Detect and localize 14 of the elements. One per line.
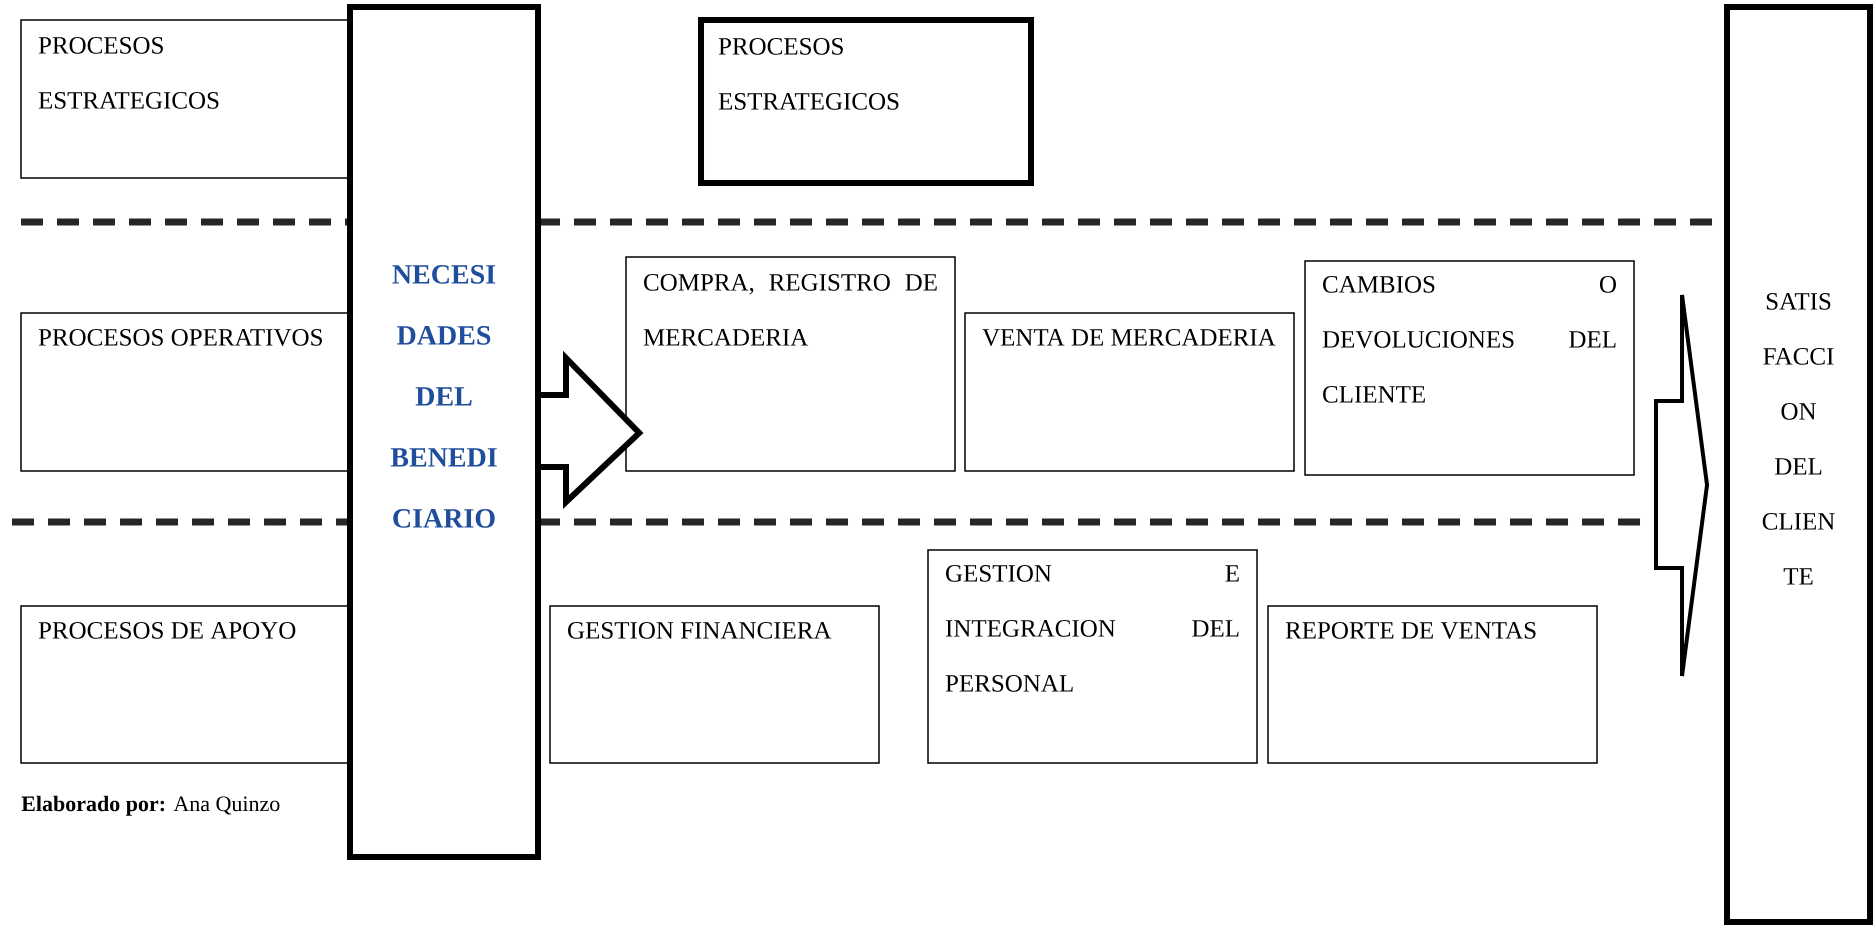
process-box: PROCESOS ESTRATEGICOS <box>698 17 1034 186</box>
process-box: REPORTE DE VENTAS <box>1267 605 1598 764</box>
block-arrow <box>1654 293 1710 678</box>
process-box: PROCESOS ESTRATEGICOS <box>20 19 350 179</box>
process-box: VENTA DE MERCADERIA <box>964 312 1295 472</box>
credit-note: Elaborado por: Ana Quinzo <box>21 795 280 816</box>
process-box: PROCESOS DE APOYO <box>20 605 350 764</box>
block-arrow <box>538 350 644 509</box>
process-box: COMPRA, REGISTRO DE MERCADERIA <box>625 256 956 472</box>
process-box: CAMBIOS O DEVOLUCIONES DEL CLIENTE <box>1304 260 1635 476</box>
process-box: PROCESOS OPERATIVOS <box>20 312 350 472</box>
process-box: GESTION FINANCIERA <box>549 605 880 764</box>
process-box: GESTION E INTEGRACION DEL PERSONAL <box>927 549 1258 764</box>
column-box: SATIS FACCI ON DEL CLIEN TE <box>1724 4 1874 925</box>
